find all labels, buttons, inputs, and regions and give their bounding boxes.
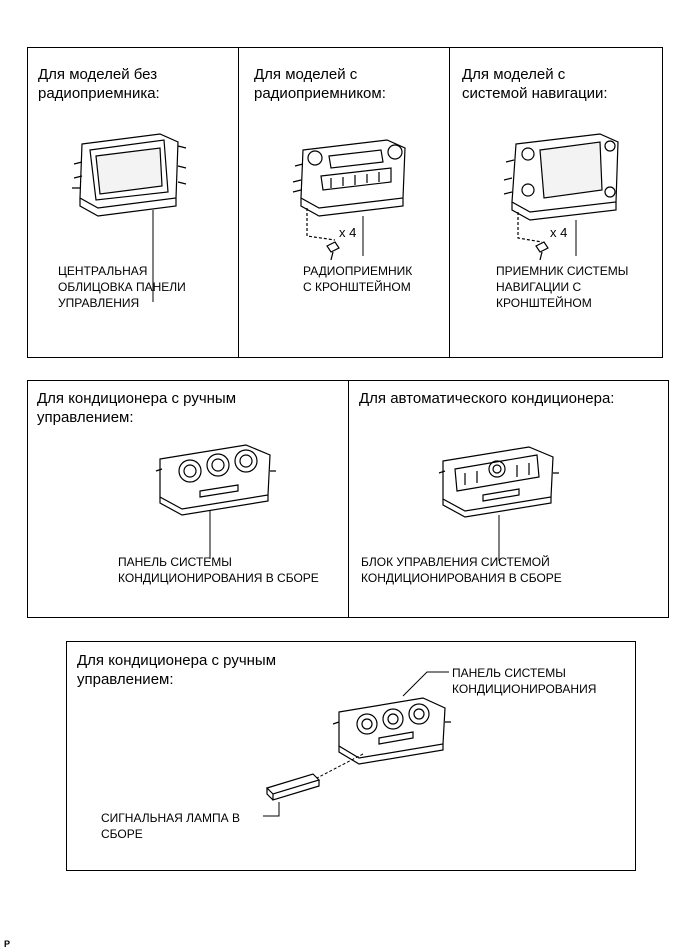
auto-ac-panel-illustration — [438, 446, 559, 561]
part-label: ПРИЕМНИК СИСТЕМЫ НАВИГАЦИИ С КРОНШТЕЙНОМ — [496, 264, 629, 310]
part-label: БЛОК УПРАВЛЕНИЯ СИСТЕМОЙ КОНДИЦИОНИРОВАН… — [361, 555, 562, 585]
cell-heading: Для кондиционера с ручным управлением: — [37, 390, 237, 426]
quantity-label: x 4 — [550, 225, 568, 240]
radio-receiver-illustration — [292, 139, 406, 261]
panel-middle: Для кондиционера с ручным управлением: П… — [27, 380, 669, 618]
panel-top: Для моделей без радиоприемника: ЦЕНТРАЛЬ… — [27, 47, 663, 358]
quantity-label: x 4 — [339, 225, 357, 240]
cell-no-radio: Для моделей без радиоприемника: ЦЕНТРАЛЬ… — [28, 48, 239, 357]
cell-manual-ac: Для кондиционера с ручным управлением: П… — [28, 381, 349, 617]
part-label: РАДИОПРИЕМНИК С КРОНШТЕЙНОМ — [303, 264, 413, 294]
lamp-part-label: СИГНАЛЬНАЯ ЛАМПА В СБОРЕ — [101, 811, 240, 841]
part-label: ЦЕНТРАЛЬНАЯ ОБЛИЦОВКА ПАНЕЛИ УПРАВЛЕНИЯ — [58, 264, 186, 310]
cell-with-navigation: Для моделей с системой навигации: x 4 ПР… — [450, 48, 662, 357]
panel-part-label: ПАНЕЛЬ СИСТЕМЫ КОНДИЦИОНИРОВАНИЯ — [452, 666, 597, 696]
cell-with-radio: Для моделей с радиоприемником: x 4 РАДИО… — [239, 48, 450, 357]
manual-ac-panel-illustration — [155, 444, 276, 559]
navigation-receiver-illustration — [503, 133, 619, 261]
panel-heading: Для кондиционера с ручным управлением: — [77, 652, 277, 688]
ac-panel-lamp-illustration — [263, 671, 451, 817]
center-trim-illustration — [72, 133, 187, 302]
panel-bottom: Для кондиционера с ручным управлением: П… — [66, 641, 636, 871]
cell-heading: Для автоматического кондиционера: — [359, 390, 615, 407]
cell-heading: Для моделей с радиоприемником: — [254, 66, 386, 102]
cell-auto-ac: Для автоматического кондиционера: БЛОК У… — [349, 381, 668, 617]
corner-mark: P — [4, 939, 11, 949]
cell-heading: Для моделей с системой навигации: — [462, 66, 608, 102]
part-label: ПАНЕЛЬ СИСТЕМЫ КОНДИЦИОНИРОВАНИЯ В СБОРЕ — [118, 555, 319, 585]
cell-heading: Для моделей без радиоприемника: — [38, 66, 160, 102]
